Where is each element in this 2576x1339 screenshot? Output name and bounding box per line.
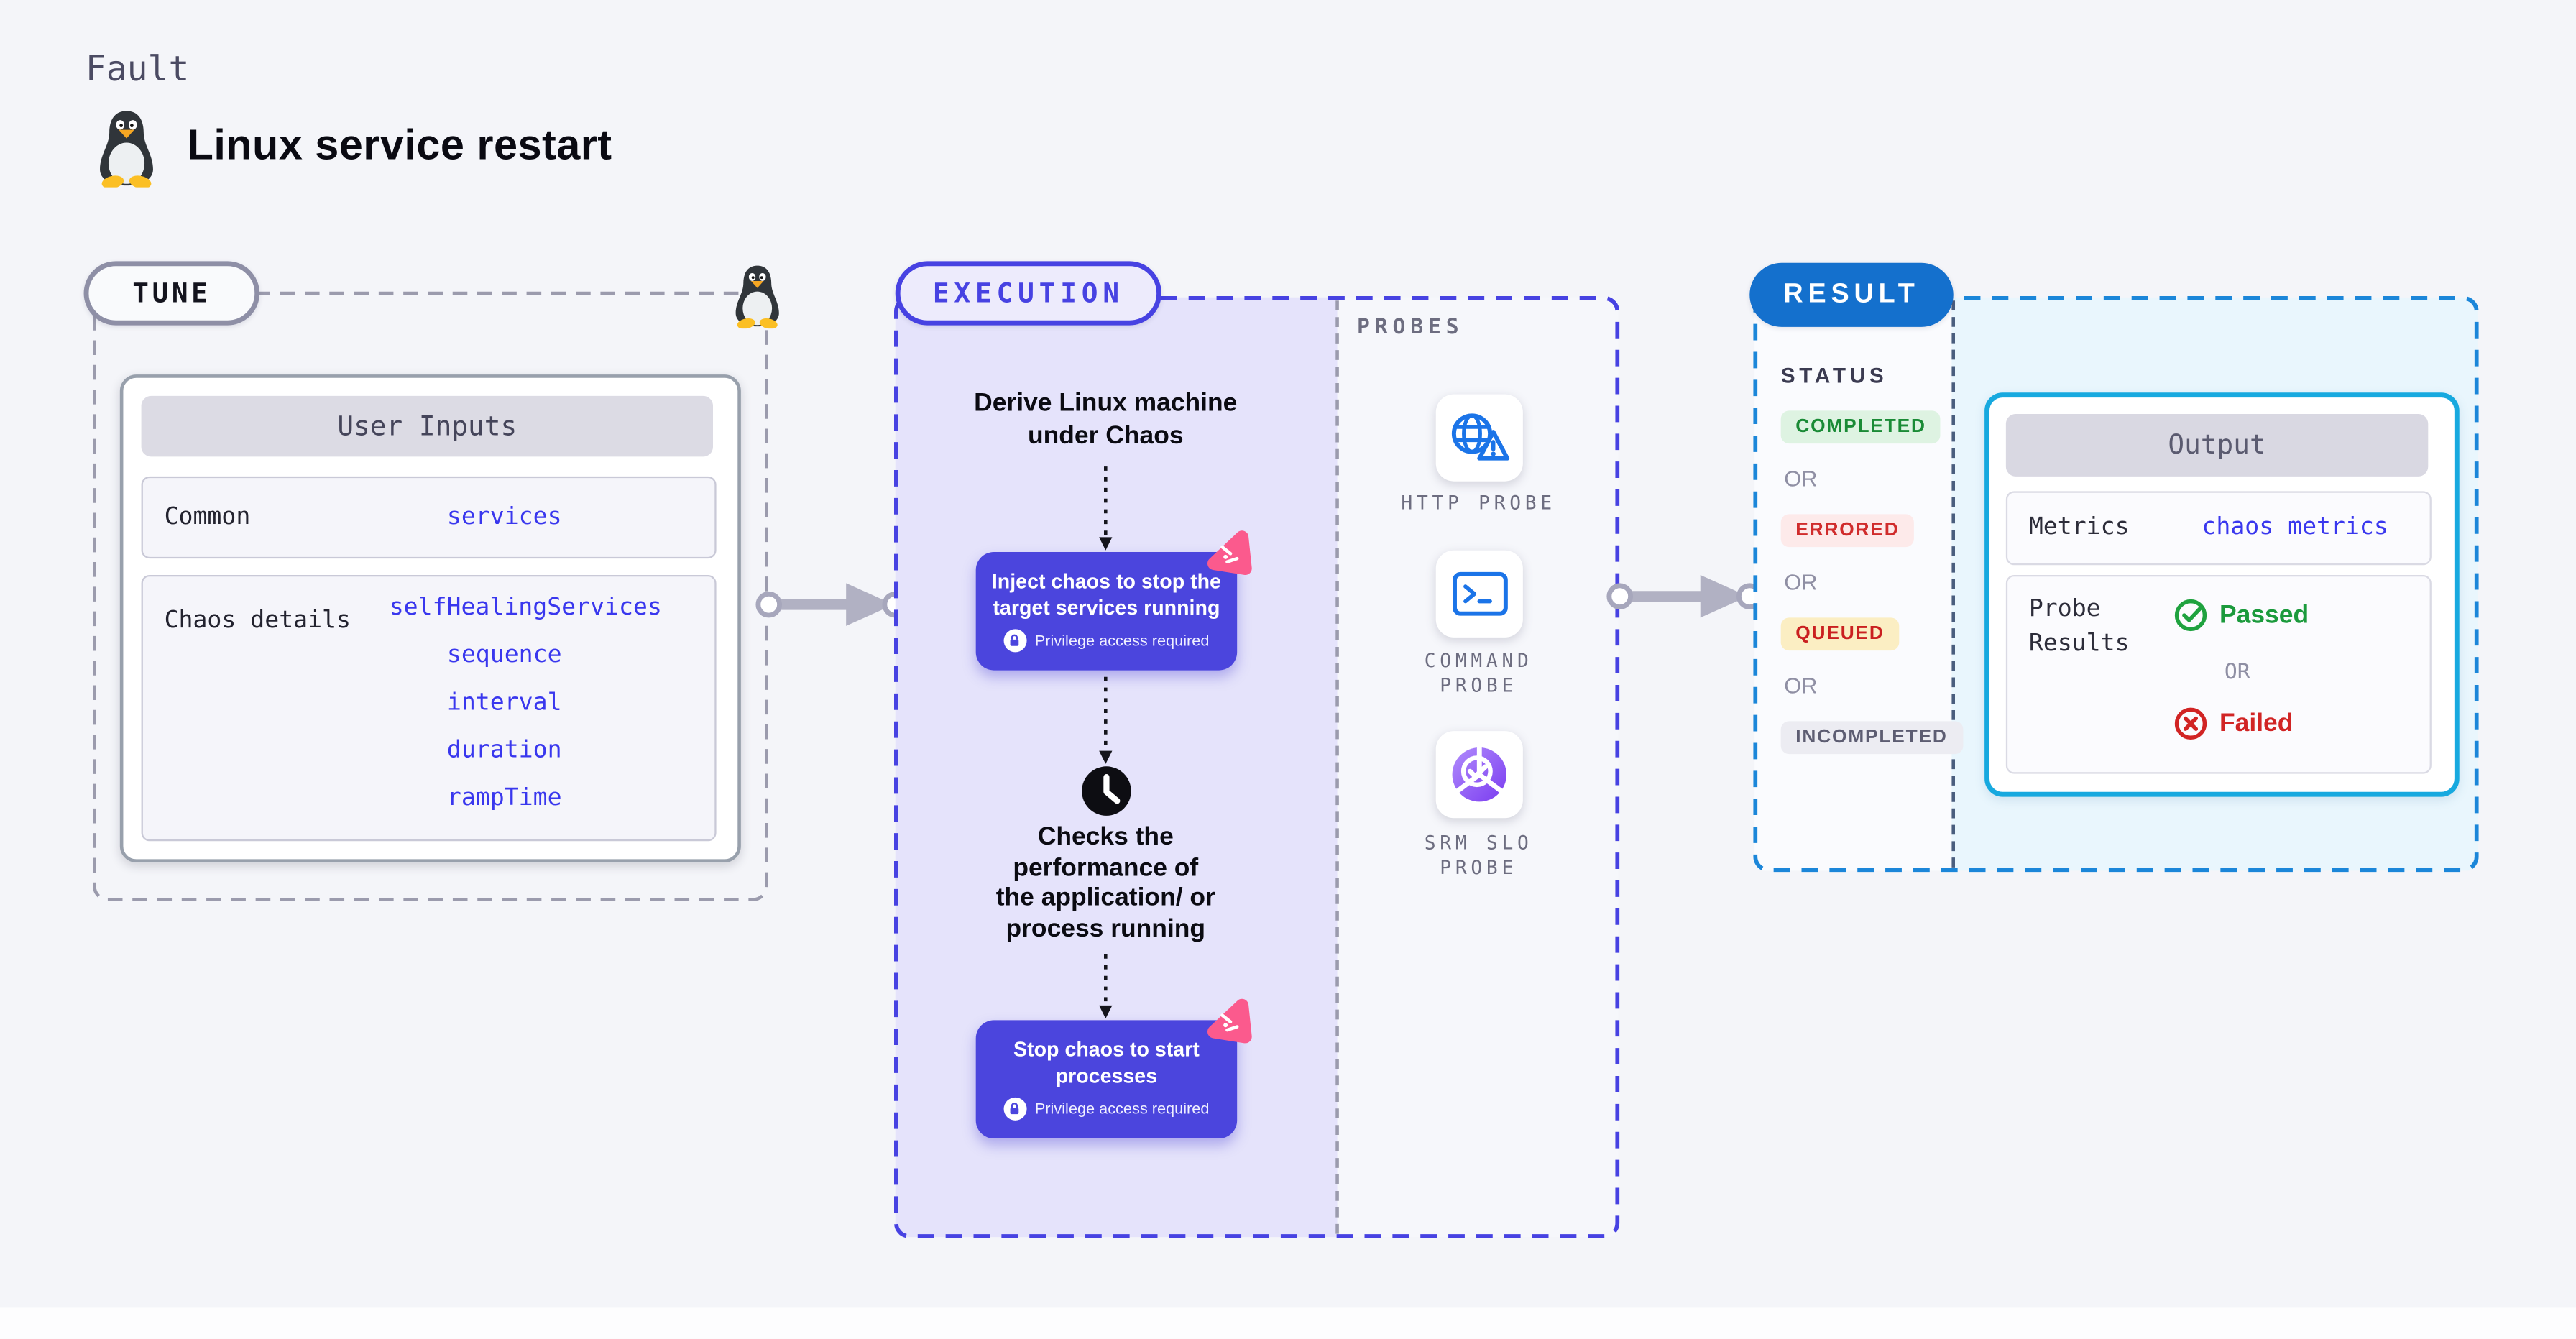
slo-donut-check-icon <box>1449 744 1510 805</box>
param-link-duration[interactable]: duration <box>446 737 562 764</box>
dotted-arrow-down <box>1099 466 1113 551</box>
globe-warning-icon <box>1449 410 1510 464</box>
param-link-interval[interactable]: interval <box>446 690 562 717</box>
param-link-sequence[interactable]: sequence <box>446 642 562 669</box>
http-probe-label: HTTP PROBE <box>1401 491 1556 515</box>
litmus-chaos-icon <box>1204 997 1255 1044</box>
arrow-execution-to-result <box>1606 575 1763 618</box>
or-label: OR <box>2224 660 2250 686</box>
output-row-probe-results: Probe Results Passed OR <box>2005 575 2432 774</box>
command-probe-card[interactable] <box>1435 550 1523 638</box>
execution-probes-separator <box>1335 300 1339 1234</box>
tux-penguin-icon <box>92 109 161 188</box>
or-label: OR <box>1784 570 1818 595</box>
status-badge-errored: ERRORED <box>1780 514 1915 548</box>
terminal-icon <box>1451 571 1507 616</box>
srm-slo-probe-label: SRM SLO PROBE <box>1424 831 1533 879</box>
row-label: Metrics <box>2028 514 2130 541</box>
srm-slo-probe-card[interactable] <box>1435 731 1523 819</box>
probe-result-failed: Failed <box>2174 707 2293 741</box>
command-probe-label: COMMAND PROBE <box>1424 648 1533 697</box>
execution-box-border <box>894 296 1620 1238</box>
litmus-chaos-icon <box>1204 529 1255 576</box>
status-badge-incompleted: INCOMPLETED <box>1780 721 1963 755</box>
lock-icon <box>1003 1097 1027 1121</box>
x-circle-icon <box>2174 707 2208 741</box>
page-title: Linux service restart <box>187 119 612 170</box>
table-row-chaos-details: Chaos details selfHealingServices sequen… <box>141 575 717 842</box>
row-label: Chaos details <box>164 607 351 635</box>
lock-icon <box>1003 629 1027 653</box>
privilege-badge: Privilege access required <box>1034 1100 1210 1118</box>
or-label: OR <box>1784 673 1818 699</box>
dotted-arrow-down <box>1099 676 1113 764</box>
user-inputs-header: User Inputs <box>141 395 714 457</box>
step-derive-machine: Derive Linux machine under Chaos <box>974 389 1238 450</box>
table-row-common: Common services <box>141 476 717 559</box>
row-label: Probe Results <box>2028 596 2130 658</box>
probes-label: PROBES <box>1357 315 1464 341</box>
chaos-metrics-link[interactable]: chaos metrics <box>2202 514 2388 541</box>
param-link-selfhealingservices[interactable]: selfHealingServices <box>389 594 662 622</box>
result-pill: RESULT <box>1749 262 1954 327</box>
arrow-tune-to-execution <box>755 583 909 626</box>
status-label: STATUS <box>1780 363 1888 388</box>
execution-pill: EXECUTION <box>895 261 1162 326</box>
dotted-arrow-down <box>1099 954 1113 1019</box>
privilege-badge: Privilege access required <box>1034 631 1210 650</box>
output-row-metrics: Metrics chaos metrics <box>2005 491 2432 566</box>
status-output-separator <box>1951 300 1955 868</box>
user-inputs-card: User Inputs Common services Chaos detail… <box>119 374 741 862</box>
bottom-strip <box>0 1307 2576 1339</box>
http-probe-card[interactable] <box>1435 394 1523 482</box>
fault-eyebrow: Fault <box>85 49 190 89</box>
tux-penguin-icon <box>730 263 786 329</box>
inject-chaos-node: Inject chaos to stop the target services… <box>975 552 1238 671</box>
clock-icon <box>1081 765 1132 816</box>
stop-chaos-node: Stop chaos to start processes Privilege … <box>975 1020 1238 1139</box>
step-checks-performance: Checks the performance of the applicatio… <box>995 823 1215 942</box>
status-area-fill <box>1754 297 1952 871</box>
row-label: Common <box>164 504 251 531</box>
probe-result-passed: Passed <box>2174 598 2309 632</box>
result-box-border <box>1753 296 2479 873</box>
param-link-services[interactable]: services <box>446 504 562 531</box>
param-link-ramptime[interactable]: rampTime <box>446 785 562 812</box>
tune-box-border <box>93 291 768 901</box>
output-card: Output Metrics chaos metrics Probe Resul… <box>1984 392 2460 797</box>
or-label: OR <box>1784 466 1818 492</box>
status-badge-completed: COMPLETED <box>1780 410 1941 444</box>
tune-pill: TUNE <box>83 261 260 326</box>
status-badge-queued: QUEUED <box>1780 617 1900 651</box>
check-circle-icon <box>2174 598 2208 632</box>
output-header: Output <box>2005 414 2429 477</box>
